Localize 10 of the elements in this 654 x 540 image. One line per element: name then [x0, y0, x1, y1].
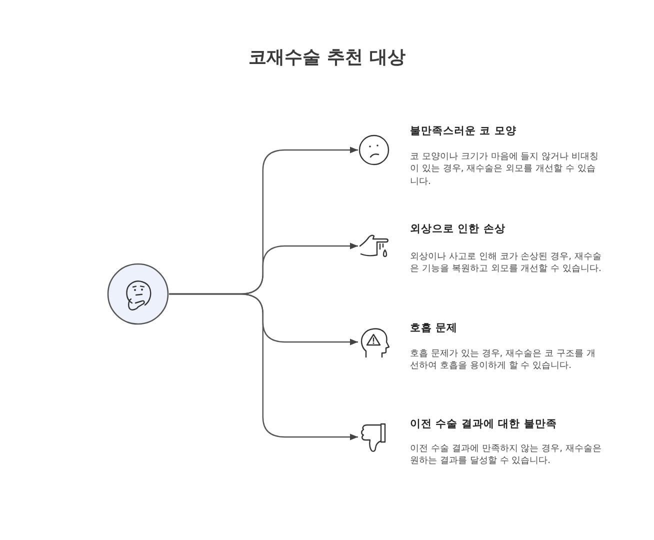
description: 코 모양이나 크기가 마음에 들지 않거나 비대칭이 있는 경우, 재수술은 외모를 개선할 수 있습니다. [410, 150, 600, 188]
heading: 호흡 문제 [410, 321, 458, 335]
description: 호흡 문제가 있는 경우, 재수술은 코 구조를 개선하여 호흡을 용이하게 할 수 있습니다. [410, 348, 596, 373]
description: 외상이나 사고로 인해 코가 손상된 경우, 재수술은 기능을 복원하고 외모를 개선할 수 있습니다. [410, 250, 602, 276]
heading: 외상으로 인한 손상 [410, 222, 506, 236]
heading: 이전 수술 결과에 대한 불만족 [410, 417, 557, 431]
arrow [169, 293, 358, 440]
description: 이전 수술 결과에 만족하지 않는 경우, 재수술은 원하는 결과를 달성할 수 있습니다. [410, 442, 602, 468]
title: 코재수술 추천 대상 [248, 46, 406, 70]
heading: 불만족스러운 코 모양 [410, 124, 516, 138]
